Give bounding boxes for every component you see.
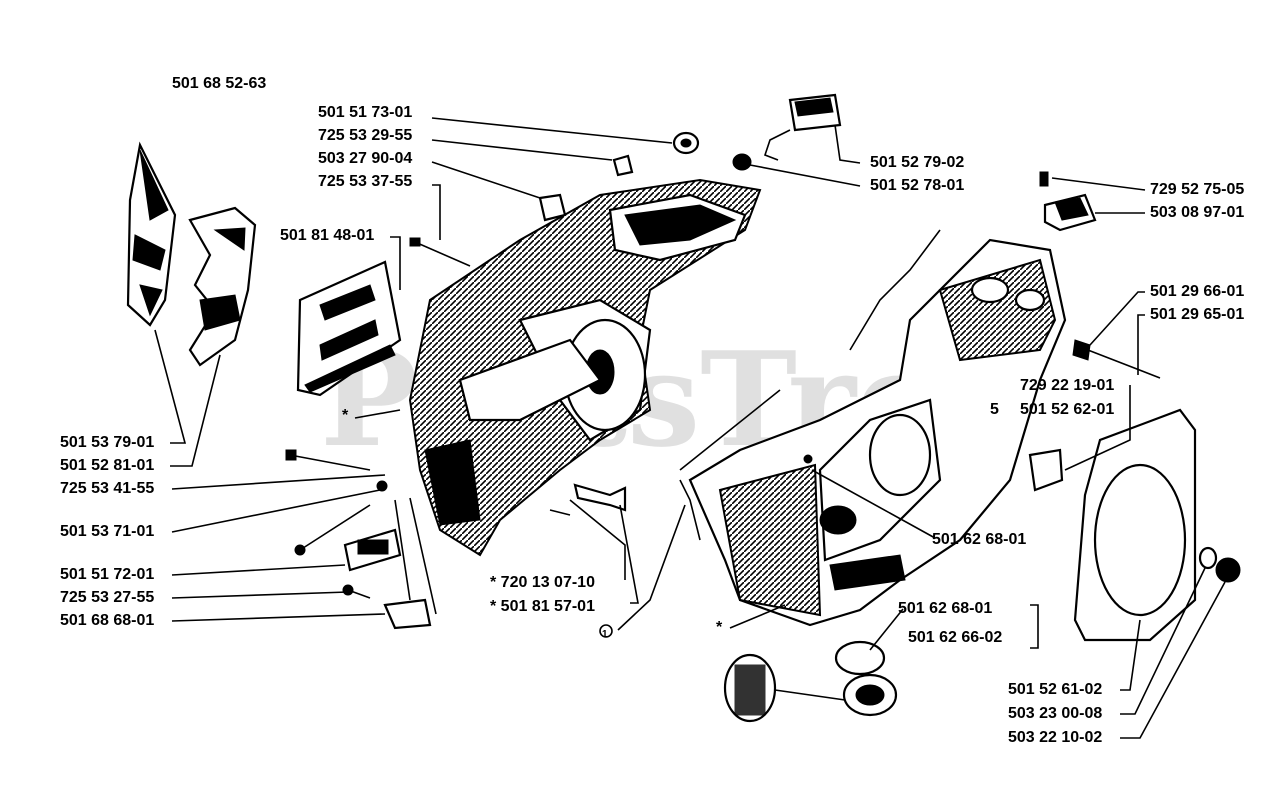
cover-plate-part — [296, 260, 402, 397]
part-number-label: 501 52 61-02 — [1008, 681, 1102, 698]
part-number-label: 503 08 97-01 — [1150, 204, 1244, 221]
top-hardware — [409, 93, 842, 267]
part-number-label: 501 62 68-01 — [898, 600, 992, 617]
part-number-label: 503 22 10-02 — [1008, 729, 1102, 746]
side-plate-part — [188, 206, 257, 367]
mid-hardware — [549, 483, 627, 516]
part-number-label: 501 51 72-01 — [60, 566, 154, 583]
part-number-label: 501 53 71-01 — [60, 523, 154, 540]
part-number-label: 729 22 19-01 — [1020, 377, 1114, 394]
crankcase-right-part — [679, 229, 1067, 627]
reference-circle-mark — [599, 624, 613, 638]
top-right-hardware — [1039, 171, 1161, 379]
part-number-label: 501 68 68-01 — [60, 612, 154, 629]
part-number-label: 501 29 65-01 — [1150, 306, 1244, 323]
part-number-label: 725 53 27-55 — [60, 589, 154, 606]
fuel-cap-parts — [723, 640, 898, 723]
part-number-label: 501 51 73-01 — [318, 104, 412, 121]
left-cover-part — [126, 141, 177, 327]
part-number-label: 501 62 66-02 — [908, 629, 1002, 646]
circle-mark-label: 1 — [602, 629, 608, 640]
asterisk-mark: * — [716, 619, 723, 636]
part-number-label: 725 53 29-55 — [318, 127, 412, 144]
asterisk-mark: * — [342, 407, 349, 424]
part-number-label: 503 23 00-08 — [1008, 705, 1102, 722]
part-number-label: 501 52 79-02 — [870, 154, 964, 171]
stray-character: 5 — [990, 401, 999, 418]
part-number-label: 501 52 78-01 — [870, 177, 964, 194]
part-number-label: 501 81 48-01 — [280, 227, 374, 244]
part-number-label: 503 27 90-04 — [318, 150, 412, 167]
lower-left-hardware — [285, 449, 432, 630]
part-number-label: 501 52 62-01 — [1020, 401, 1114, 418]
part-number-label: * 720 13 07-10 — [490, 574, 595, 591]
side-cover-part — [1028, 408, 1241, 642]
assembly-number: 501 68 52-63 — [172, 75, 266, 92]
leader-lines — [154, 117, 1226, 739]
part-number-label: 501 52 81-01 — [60, 457, 154, 474]
part-number-label: 725 53 37-55 — [318, 173, 412, 190]
part-number-label: 725 53 41-55 — [60, 480, 154, 497]
part-number-label: 501 62 68-01 — [932, 531, 1026, 548]
part-number-label: 501 29 66-01 — [1150, 283, 1244, 300]
part-number-label: 729 52 75-05 — [1150, 181, 1244, 198]
part-number-label: 501 53 79-01 — [60, 434, 154, 451]
part-number-label: * 501 81 57-01 — [490, 598, 595, 615]
crankcase-left-part — [408, 178, 762, 557]
